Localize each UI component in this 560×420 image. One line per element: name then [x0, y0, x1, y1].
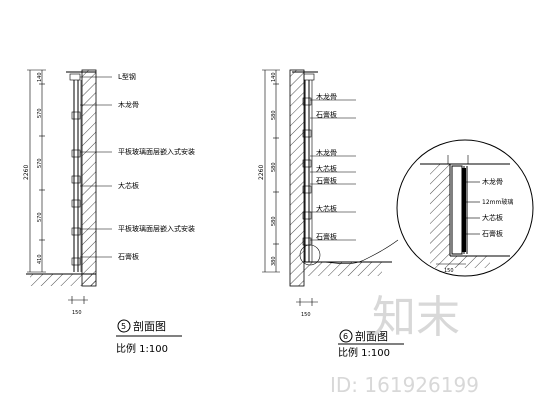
detail-floor-hatch: [430, 256, 490, 268]
left-dim-5: 410: [37, 254, 43, 264]
left-dim-4: 570: [37, 212, 43, 222]
right-floor-hatch: [304, 262, 382, 276]
left-bottom-dim: 150: [72, 310, 82, 316]
watermark-brand: 知末: [372, 292, 460, 343]
right-section-title: 剖面图: [355, 329, 388, 343]
right-wall-hatch: [289, 69, 305, 287]
left-label-board: 大芯板: [118, 181, 139, 190]
detail-label-board: 大芯板: [482, 213, 503, 222]
right-label-gypsum-2: 石膏板: [316, 176, 337, 185]
left-section-number: 5: [121, 322, 126, 331]
left-section-title: 剖面图: [133, 319, 166, 333]
left-label-glass-1: 平板玻璃面层嵌入式安装: [118, 147, 195, 156]
right-dim-2: 580: [271, 110, 277, 120]
watermark-id: ID: 161926199: [330, 373, 479, 397]
left-dim-2: 570: [37, 108, 43, 118]
right-dim-3: 580: [271, 162, 277, 172]
right-section: 2260 140 580 580 580 380 木龙骨 石膏板 木龙骨 大芯板…: [258, 69, 404, 359]
right-dim-5: 380: [271, 256, 277, 266]
detail-callout-marker: [299, 244, 321, 266]
left-section-number-circle: [117, 319, 131, 333]
right-label-stud-2: 木龙骨: [316, 148, 337, 157]
left-section-scale: 比例 1:100: [116, 342, 168, 355]
right-bottom-dim: 150: [301, 312, 311, 318]
detail-label-gypsum: 石膏板: [482, 229, 503, 238]
right-label-board-1: 大芯板: [316, 164, 337, 173]
right-label-board-2: 大芯板: [316, 204, 337, 213]
right-total-dim: 2260: [258, 165, 265, 180]
left-floor-hatch: [30, 274, 96, 286]
right-label-gypsum-1: 石膏板: [316, 110, 337, 119]
right-section-number-circle: [339, 329, 353, 343]
left-label-stud: 木龙骨: [118, 100, 139, 109]
left-total-dim: 2260: [23, 165, 30, 180]
detail-enlargement: 木龙骨 12mm玻璃 大芯板 石膏板 150: [396, 139, 534, 277]
right-section-scale: 比例 1:100: [338, 346, 390, 359]
left-section: 2260 140 570 570 570 410 L型钢 木龙骨 平板玻璃面层嵌…: [23, 69, 195, 355]
detail-label-stud: 木龙骨: [482, 177, 503, 186]
detail-circle: [396, 139, 534, 277]
left-label-glass-2: 平板玻璃面层嵌入式安装: [118, 224, 195, 233]
left-dim-3: 570: [37, 158, 43, 168]
detail-wall-hatch: [430, 164, 450, 256]
right-dim-1: 140: [271, 72, 277, 82]
detail-label-glass: 12mm玻璃: [482, 198, 513, 206]
right-label-gypsum-3: 石膏板: [316, 232, 337, 241]
left-wall-hatch: [81, 69, 97, 287]
left-label-steel: L型钢: [118, 72, 136, 81]
detail-dim: 150: [444, 268, 454, 274]
left-dim-1: 140: [37, 72, 43, 82]
right-section-number: 6: [343, 332, 348, 341]
left-label-gypsum: 石膏板: [118, 252, 139, 261]
right-label-stud-1: 木龙骨: [316, 92, 337, 101]
right-dim-4: 580: [271, 216, 277, 226]
